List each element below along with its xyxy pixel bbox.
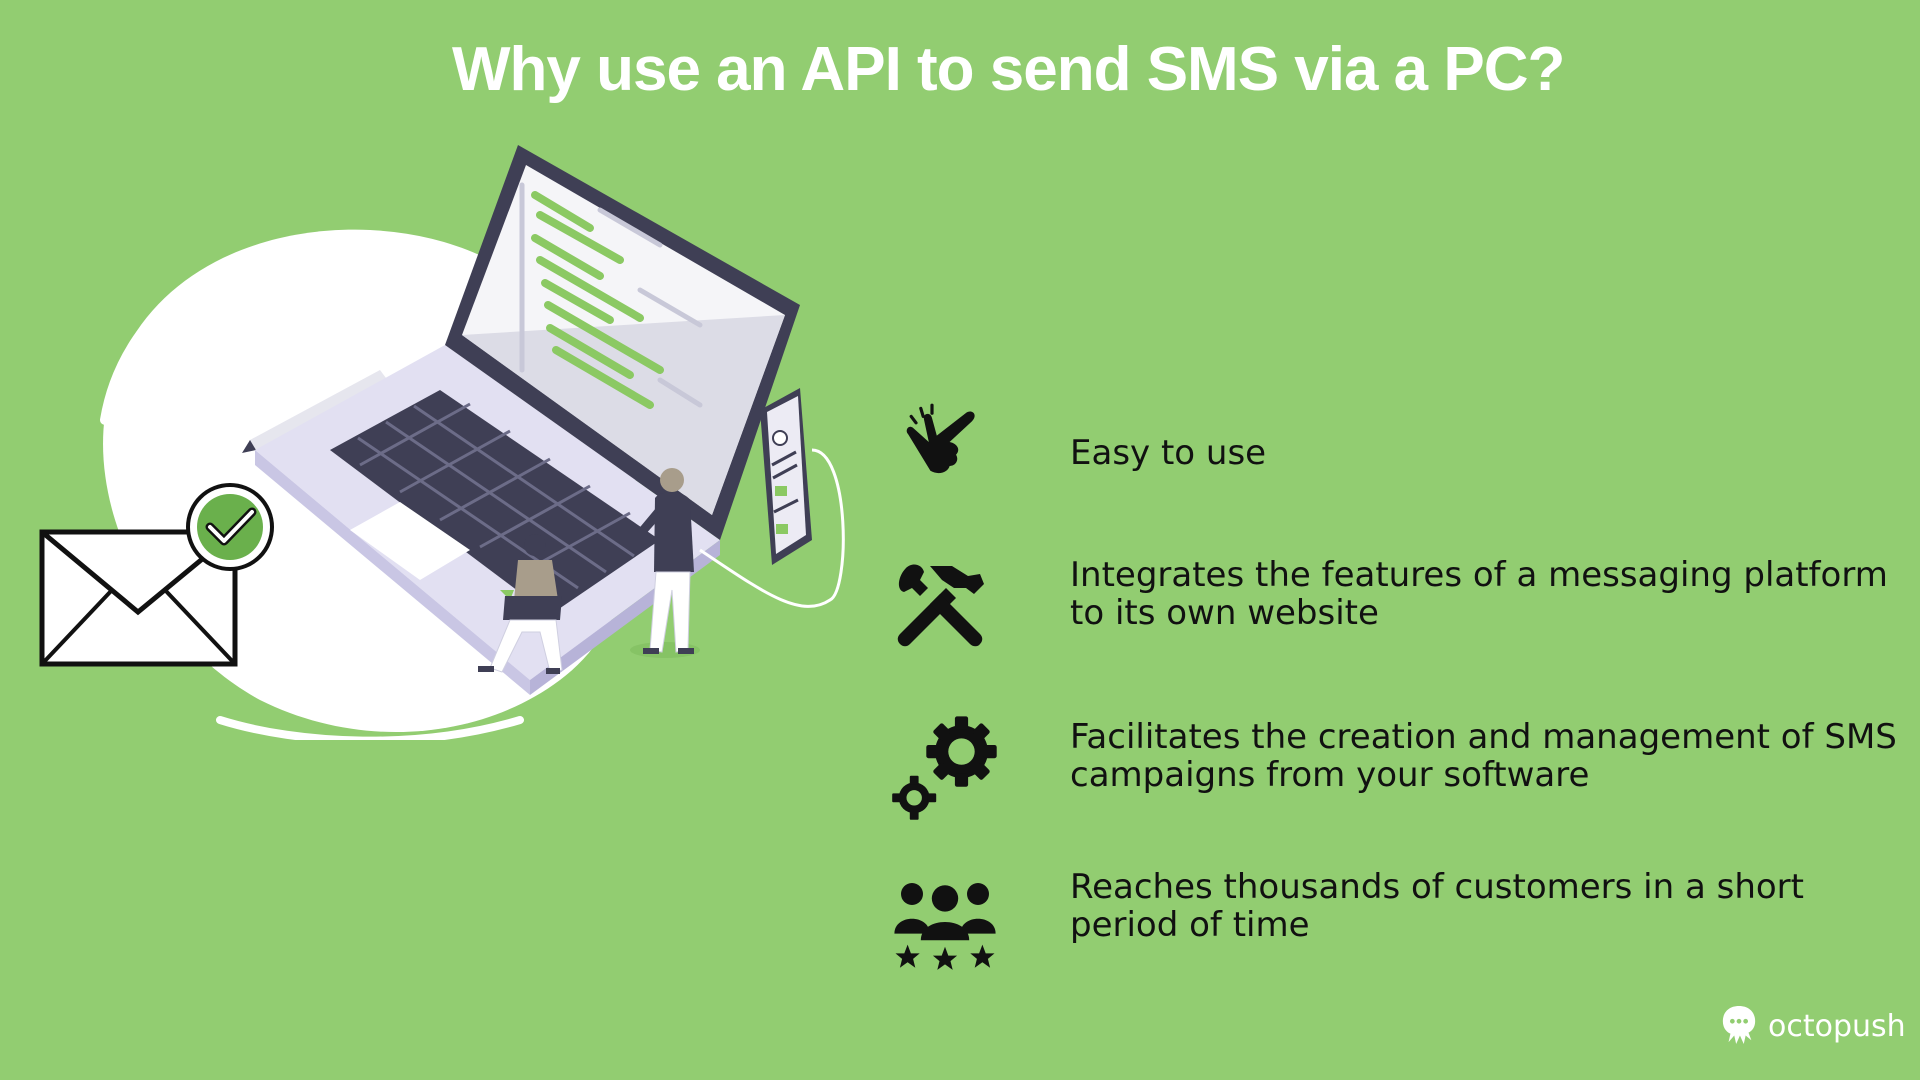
pointing-hand-icon <box>890 402 1010 512</box>
feature-text: Facilitates the creation and management … <box>1070 717 1897 795</box>
feature-list: Easy to use Integrates the features of a… <box>890 392 1900 1012</box>
pen-icon <box>242 370 386 453</box>
feature-item-campaigns: Facilitates the creation and management … <box>890 712 1900 822</box>
octopus-logo-icon <box>1722 1006 1756 1045</box>
person-icon <box>478 534 563 674</box>
brand-logo: octopush <box>1720 1004 1906 1052</box>
feature-item-customers: Reaches thousands of customers in a shor… <box>890 868 1900 992</box>
brand-name: octopush <box>1768 1009 1906 1044</box>
gears-icon <box>890 712 1010 822</box>
customers-stars-icon <box>890 872 1010 982</box>
feature-text: Easy to use <box>1070 433 1267 473</box>
person-icon <box>630 468 700 658</box>
tools-icon <box>890 554 1010 664</box>
laptop-icon <box>255 145 800 695</box>
check-icon <box>186 483 274 571</box>
hero-illustration <box>39 145 845 740</box>
page-title: Why use an API to send SMS via a PC? <box>452 35 1565 104</box>
feature-item-integrates: Integrates the features of a messaging p… <box>890 552 1900 662</box>
feature-text: Reaches thousands of customers in a shor… <box>1070 867 1804 945</box>
feature-item-easy-to-use: Easy to use <box>890 392 1900 502</box>
smartphone-icon <box>699 388 845 608</box>
feature-text: Integrates the features of a messaging p… <box>1070 555 1888 633</box>
